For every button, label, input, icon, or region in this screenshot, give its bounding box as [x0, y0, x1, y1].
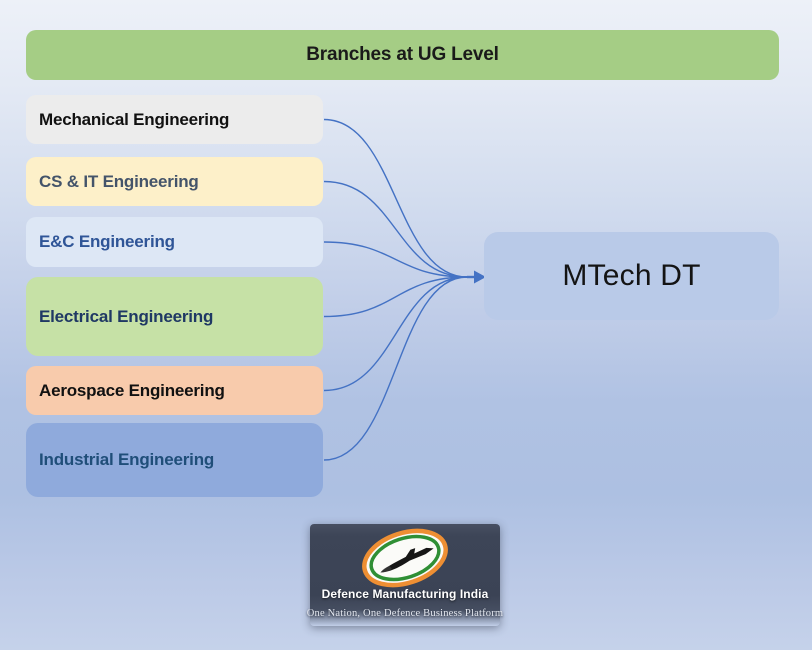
branch-label: Mechanical Engineering — [39, 109, 230, 129]
branch-label: CS & IT Engineering — [39, 171, 199, 191]
branch-box-industrial: Industrial Engineering — [26, 423, 323, 497]
branch-label: E&C Engineering — [39, 232, 175, 251]
branch-label: Aerospace Engineering — [39, 380, 225, 400]
branch-box-electrical: Electrical Engineering — [26, 277, 323, 356]
connector-electrical — [323, 276, 468, 318]
branch-box-aerospace: Aerospace Engineering — [26, 366, 323, 415]
defence-manufacturing-india-logo: Defence Manufacturing India One Nation, … — [307, 524, 503, 626]
logo-title: Defence Manufacturing India — [321, 587, 489, 601]
jet-silhouette — [380, 547, 434, 573]
target-label: MTech DT — [562, 259, 701, 292]
target-box-mtech-dt: MTech DT — [484, 232, 779, 320]
connector-aerospace — [323, 276, 468, 392]
connector-mechanical — [323, 118, 468, 278]
fighter-jet-tricolor-ellipse-icon — [362, 528, 448, 588]
branch-box-mechanical: Mechanical Engineering — [26, 95, 323, 144]
connector-industrial — [323, 276, 468, 461]
branch-label: Industrial Engineering — [39, 450, 215, 469]
branch-label: Electrical Engineering — [39, 306, 214, 326]
connector-ec — [323, 241, 468, 278]
branch-box-cs-it: CS & IT Engineering — [26, 157, 323, 206]
branch-box-ec: E&C Engineering — [26, 217, 323, 267]
connector-curves — [323, 118, 475, 461]
logo-tagline: One Nation, One Defence Business Platfor… — [306, 608, 504, 619]
page-title: Branches at UG Level — [306, 44, 499, 65]
title-banner: Branches at UG Level — [26, 30, 779, 80]
connector-cs-it — [323, 180, 468, 278]
